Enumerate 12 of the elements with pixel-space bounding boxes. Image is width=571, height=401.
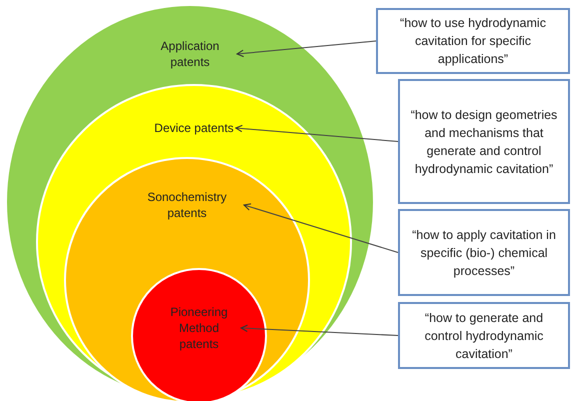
callout-box: “how to generate and control hydrodynamic cavitation” xyxy=(398,302,570,369)
circle-label: Pioneering Method patents xyxy=(169,304,229,352)
circle-label: Sonochemistry patents xyxy=(146,189,228,221)
callout-box: “how to design geometries and mechanisms that generate and control hydrodynamic cavitation” xyxy=(398,79,570,204)
circle-label: Application patents xyxy=(160,38,220,70)
arrow xyxy=(240,324,398,336)
arrow xyxy=(236,40,376,58)
circle-label: Device patents xyxy=(154,120,234,136)
arrow xyxy=(235,124,398,142)
arrow xyxy=(243,203,398,253)
callout-box: “how to apply cavitation in specific (bio-) chemical processes” xyxy=(398,209,570,296)
callout-box: “how to use hydrodynamic cavitation for specific applications” xyxy=(376,8,570,74)
